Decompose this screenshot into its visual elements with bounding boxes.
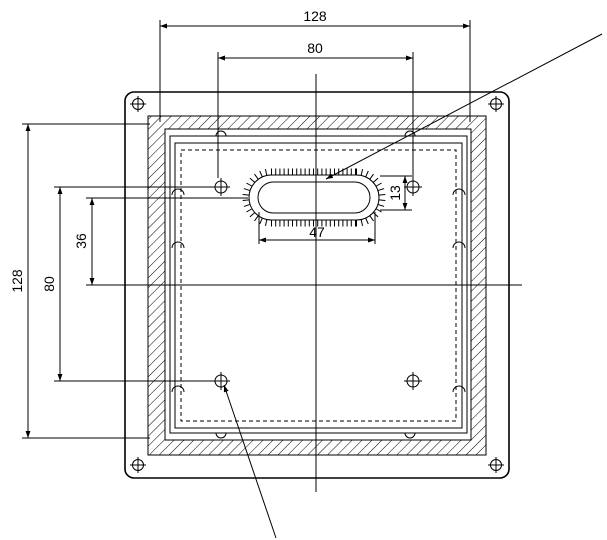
dim-text-slot-height: 13 — [387, 185, 403, 201]
hatched-frame — [147, 115, 487, 456]
mounting-holes — [212, 178, 422, 390]
side-clips — [171, 130, 466, 439]
dim-text-outer-height: 128 — [9, 269, 25, 293]
dim-text-slot-width: 47 — [309, 224, 325, 240]
leader-line-grommet — [325, 33, 603, 180]
dim-text-hole-spacing-y: 80 — [41, 276, 57, 292]
cable-grommet — [242, 168, 386, 227]
dim-text-outer-width: 128 — [303, 8, 327, 24]
dim-text-slot-offset: 36 — [73, 233, 89, 249]
extension-lines — [22, 20, 471, 439]
leader-line-mounting-hole — [223, 384, 277, 539]
corner-holes — [130, 96, 504, 473]
dim-text-hole-spacing-x: 80 — [307, 40, 323, 56]
